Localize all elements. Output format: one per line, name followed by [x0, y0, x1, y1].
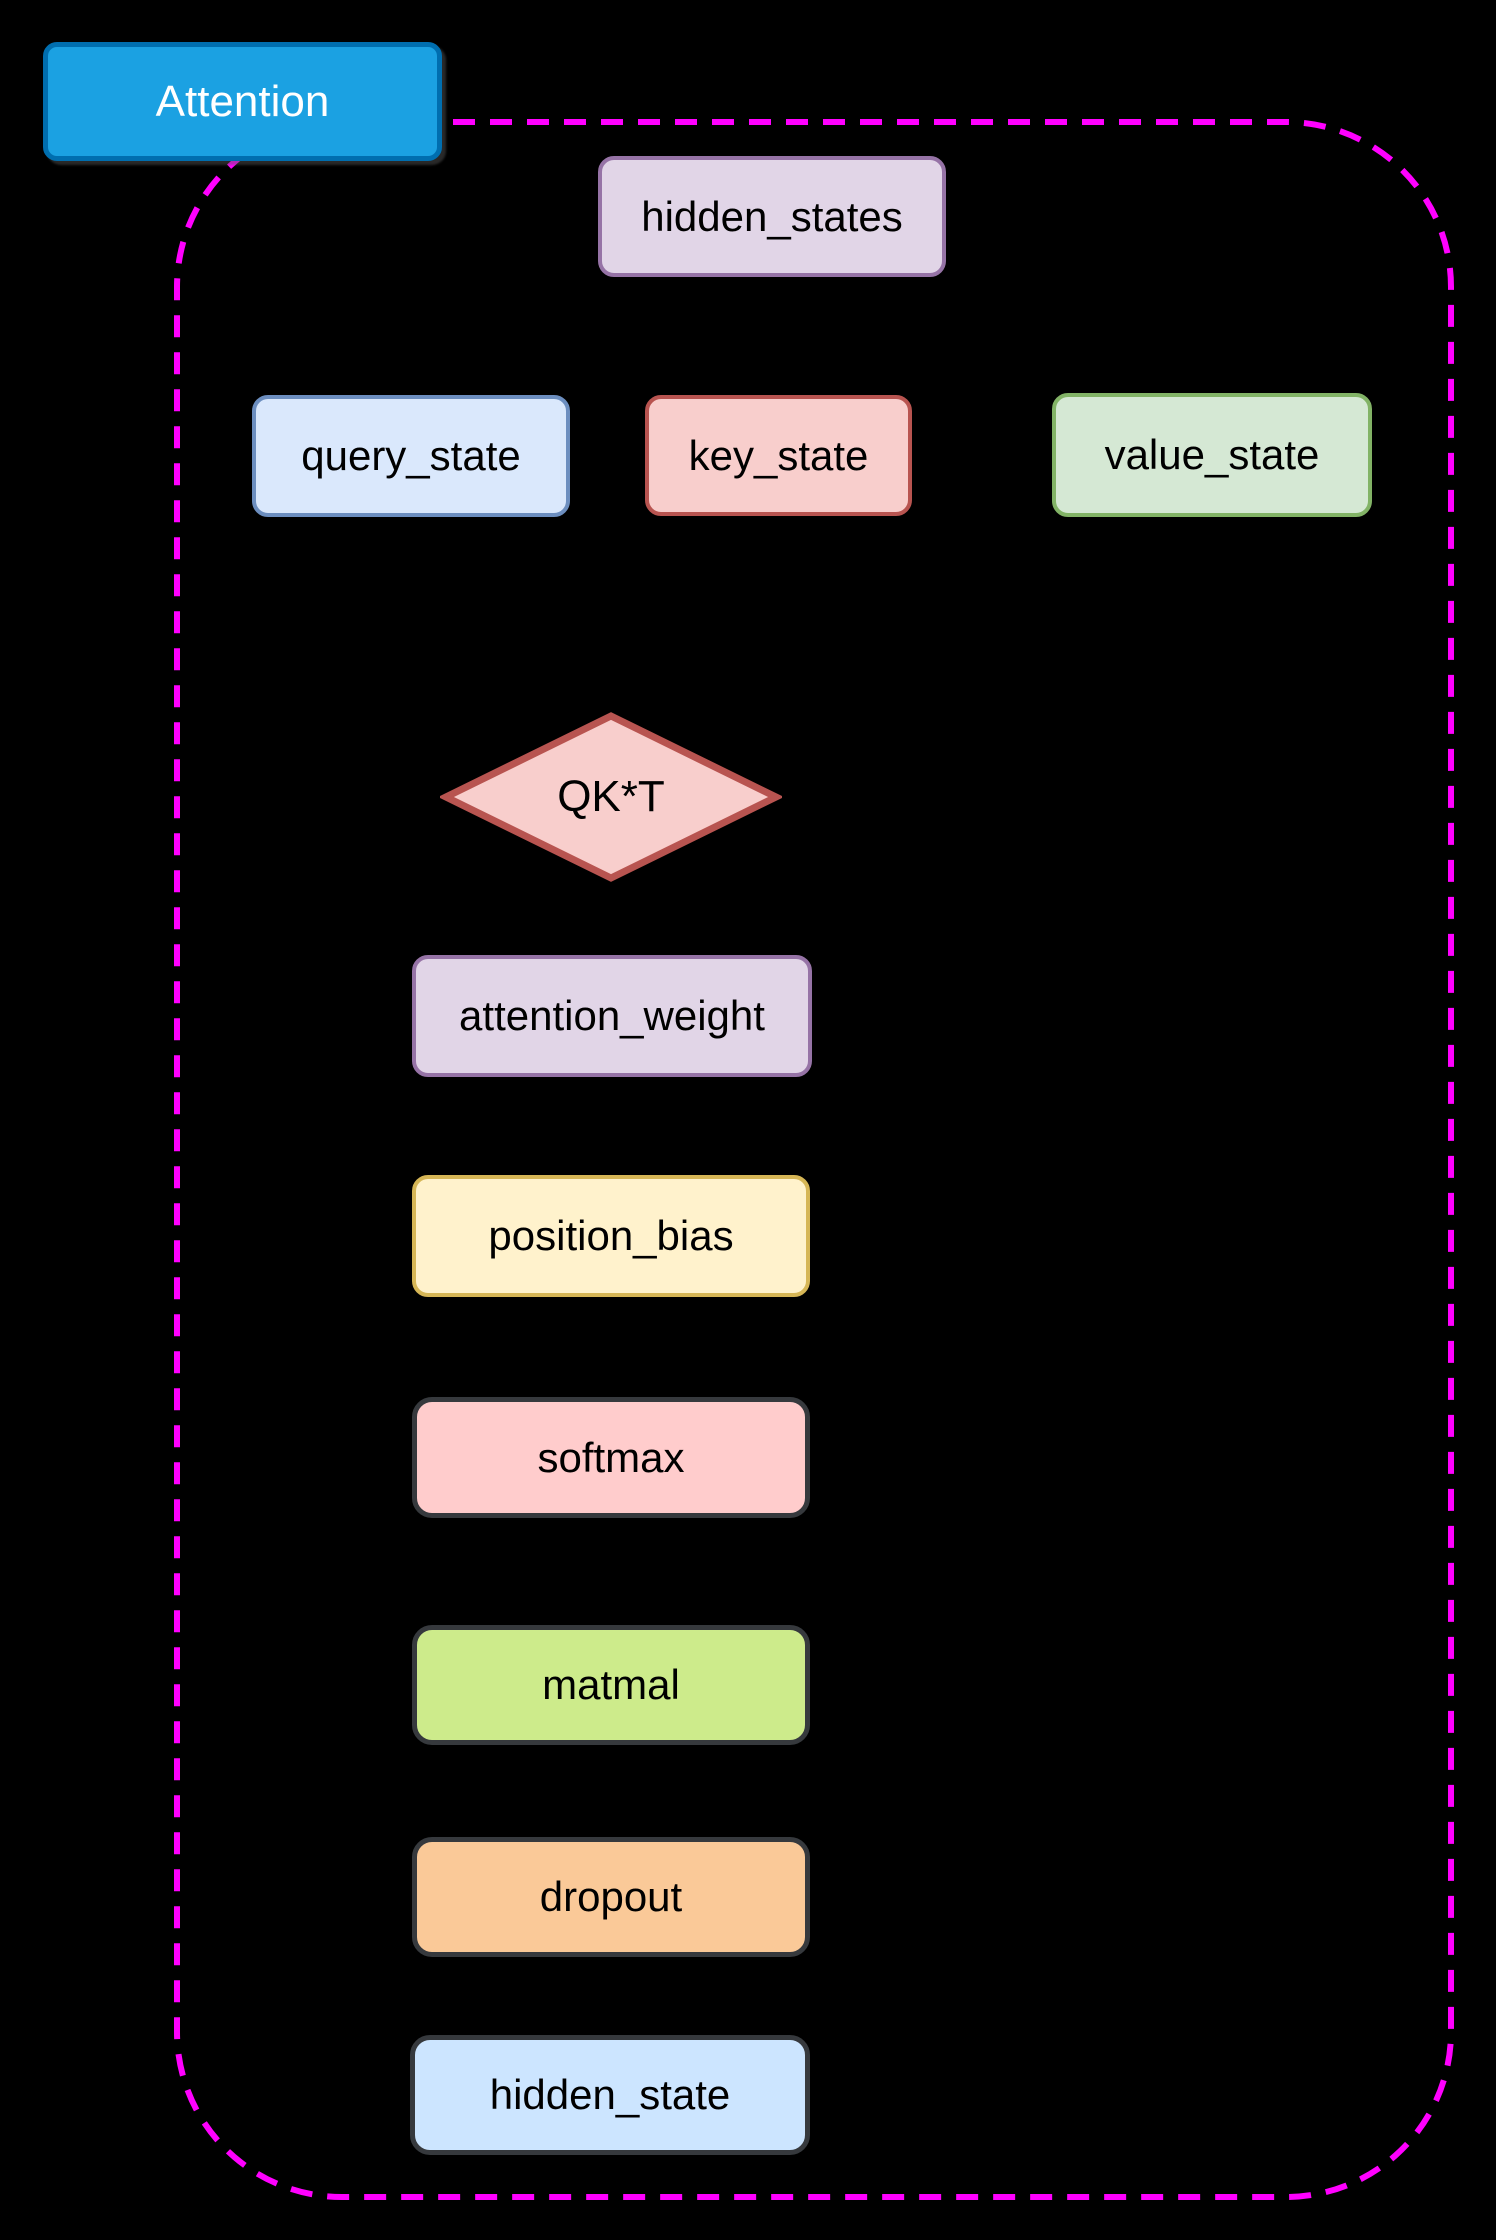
- qkt-diamond-shape: [440, 712, 782, 882]
- node-softmax: softmax: [412, 1397, 810, 1518]
- node-position-bias-label: position_bias: [488, 1212, 734, 1259]
- qkt-diamond-label: QK*T: [557, 772, 665, 821]
- attention-title-box: Attention: [43, 42, 442, 161]
- node-hidden-states-label: hidden_states: [641, 192, 903, 240]
- node-value-state-label: value_state: [1104, 431, 1320, 478]
- node-hidden-states: hidden_states: [598, 156, 946, 277]
- node-hidden-state-label: hidden_state: [489, 2071, 731, 2118]
- node-value-state: value_state: [1052, 393, 1372, 517]
- node-matmal-label: matmal: [542, 1661, 680, 1708]
- node-query-state-label: query_state: [301, 432, 521, 479]
- node-hidden-state: hidden_state: [410, 2035, 810, 2155]
- qkt-diamond: [440, 712, 782, 882]
- node-attention-weight-label: attention_weight: [459, 992, 765, 1039]
- node-softmax-label: softmax: [537, 1433, 685, 1481]
- node-dropout-label: dropout: [539, 1873, 683, 1920]
- attention-title-label: Attention: [155, 76, 330, 126]
- node-attention-weight: attention_weight: [412, 955, 812, 1077]
- node-key-state-label: key_state: [688, 431, 869, 479]
- node-query-state: query_state: [252, 395, 570, 517]
- node-matmal: matmal: [412, 1625, 810, 1745]
- node-dropout: dropout: [412, 1837, 810, 1957]
- qkt-diamond-label-box: QK*T: [440, 710, 782, 884]
- node-key-state: key_state: [645, 395, 912, 516]
- dashed-container-rect: [174, 119, 1454, 2200]
- node-position-bias: position_bias: [412, 1175, 810, 1297]
